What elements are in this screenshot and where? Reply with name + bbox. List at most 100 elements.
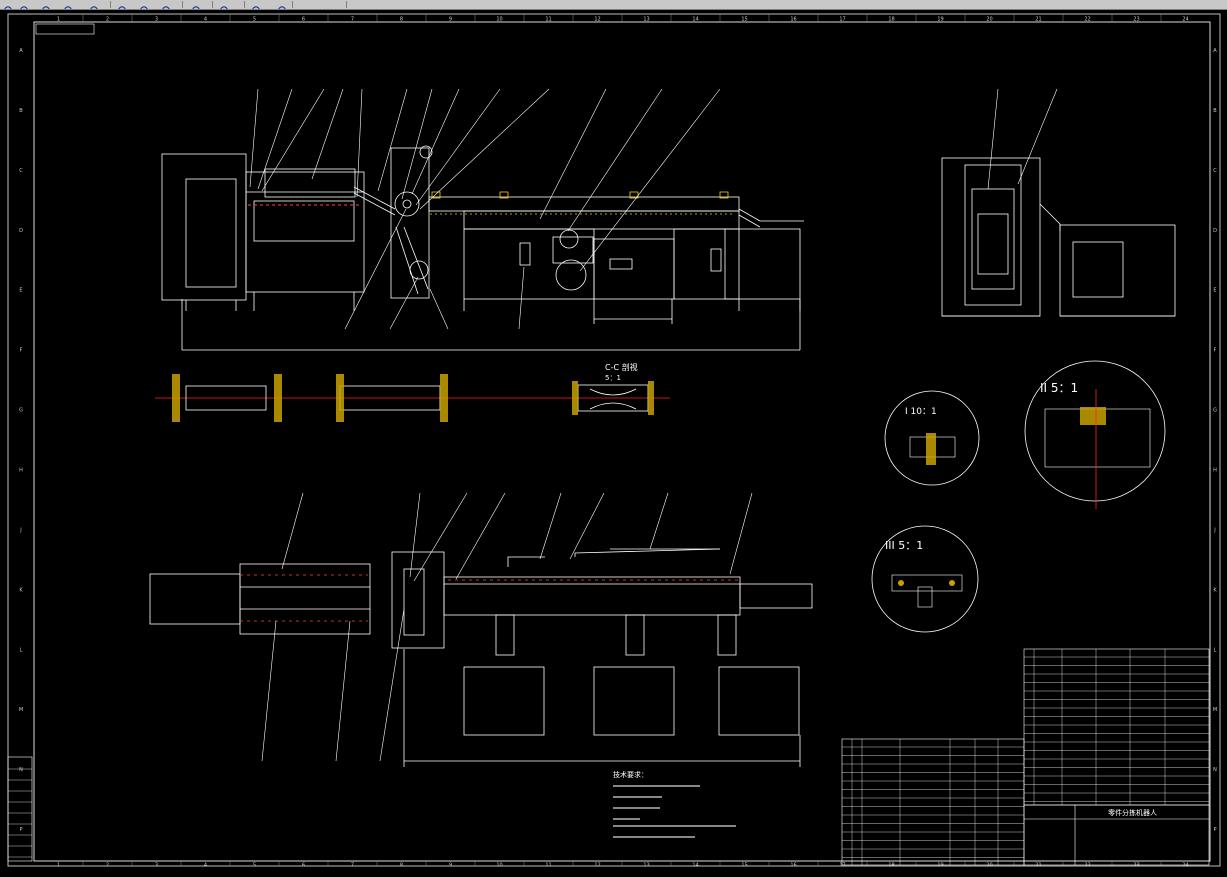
grid-column-label: 10 [496, 863, 502, 869]
grid-row-label: E [1213, 288, 1216, 294]
grid-column-label: 2 [106, 863, 109, 869]
grid-column-label: 13 [643, 863, 649, 869]
drawing-id-box [35, 23, 95, 35]
grid-column-label: 2 [106, 17, 109, 23]
title-block-name: 零件分拣机器人 [1108, 808, 1157, 817]
grid-row-label: M [1213, 707, 1217, 713]
grid-column-label: 9 [449, 17, 452, 23]
detail-1-label: I 10：1 [905, 407, 937, 417]
grid-column-label: 6 [302, 17, 305, 23]
grid-column-label: 3 [155, 863, 158, 869]
grid-row-label: L [1214, 647, 1217, 653]
grid-column-label: 7 [351, 863, 354, 869]
front-view [161, 145, 804, 351]
grid-column-label: 13 [643, 17, 649, 23]
technical-notes: 技术要求： [613, 770, 736, 838]
grid-column-label: 8 [400, 863, 403, 869]
grid-row-label: K [19, 587, 23, 593]
revision-strip [7, 756, 33, 862]
grid-row-label: A [19, 48, 23, 54]
layer-icon[interactable] [160, 0, 174, 9]
side-view [941, 157, 1176, 317]
grid-row-label: B [19, 108, 23, 114]
notes-heading: 技术要求： [613, 770, 648, 779]
grid-row-label: G [19, 408, 23, 414]
pan-icon[interactable] [138, 0, 152, 9]
print-icon[interactable] [218, 0, 232, 9]
grid-column-label: 19 [937, 863, 943, 869]
properties-icon[interactable] [250, 0, 264, 9]
grid-column-label: 22 [1084, 17, 1090, 23]
grid-row-label: C [1213, 168, 1217, 174]
grid-row-label: P [1213, 827, 1216, 833]
grid-column-label: 16 [790, 17, 796, 23]
outer-frame [7, 13, 1221, 867]
grid-row-label: D [19, 228, 23, 234]
drawing-canvas[interactable]: 1122334455667788991010111112121313141415… [0, 9, 1227, 877]
grid-row-label: L [20, 647, 23, 653]
toolbar-separator [346, 1, 347, 8]
grid-column-label: 3 [155, 17, 158, 23]
grid-column-label: 21 [1035, 17, 1041, 23]
grid-row-label: K [1213, 587, 1217, 593]
help-icon[interactable] [276, 0, 290, 9]
plan-view [149, 548, 813, 767]
grid-column-label: 7 [351, 17, 354, 23]
plan-view-leaders [261, 492, 753, 762]
toolbar-separator [244, 1, 245, 8]
detail-3-label: III 5：1 [885, 539, 923, 552]
grid-column-label: 20 [986, 17, 992, 23]
grid-column-label: 24 [1182, 17, 1188, 23]
grid-column-label: 23 [1133, 863, 1139, 869]
grid-column-label: 11 [545, 863, 551, 869]
detail-2-label: II 5：1 [1040, 381, 1078, 395]
grid-column-label: 4 [204, 17, 207, 23]
grid-row-label: J [19, 527, 21, 533]
grid-row-label: D [1213, 228, 1217, 234]
zoom-out-icon[interactable] [88, 0, 102, 9]
grid-row-label: E [19, 288, 22, 294]
grid-column-label: 22 [1084, 863, 1090, 869]
grid-row-label: B [1213, 108, 1217, 114]
grid-column-label: 18 [888, 17, 894, 23]
toolbar-separator [212, 1, 213, 8]
shaft-sections: C-C 剖视 5：1 [155, 362, 670, 422]
zoom-window-icon[interactable] [18, 0, 32, 9]
grid-row-label: A [1213, 48, 1217, 54]
copy-icon[interactable] [190, 0, 204, 9]
grid-column-label: 1 [57, 863, 60, 869]
grid-column-label: 6 [302, 863, 305, 869]
grid-column-label: 24 [1182, 863, 1188, 869]
zoom-in-icon[interactable] [62, 0, 76, 9]
grid-column-label: 18 [888, 863, 894, 869]
grid-row-label: N [19, 767, 23, 773]
grid-column-label: 17 [839, 17, 845, 23]
section-cc-title: C-C 剖视 [605, 362, 638, 372]
grid-row-label: H [1213, 467, 1217, 473]
grid-column-label: 19 [937, 17, 943, 23]
zoom-realtime-icon[interactable] [2, 0, 16, 9]
zoom-previous-icon[interactable] [40, 0, 54, 9]
grid-column-label: 8 [400, 17, 403, 23]
grid-column-label: 10 [496, 17, 502, 23]
plan-view-accents [240, 574, 738, 622]
grid-row-label: G [1213, 408, 1217, 414]
revision-rows [8, 768, 32, 858]
zoom-extents-icon[interactable] [116, 0, 130, 9]
grid-row-label: J [1213, 527, 1215, 533]
grid-column-label: 15 [741, 863, 747, 869]
grid-column-label: 17 [839, 863, 845, 869]
grid-column-label: 11 [545, 17, 551, 23]
bom-rows [842, 649, 1209, 865]
front-view-leaders [249, 88, 721, 330]
grid-column-label: 20 [986, 863, 992, 869]
toolbar-separator [110, 1, 111, 8]
grid-column-label: 12 [594, 17, 600, 23]
toolbar-separator [182, 1, 183, 8]
grid-column-label: 5 [253, 17, 256, 23]
grid-row-label: F [1214, 348, 1217, 354]
grid-column-label: 21 [1035, 863, 1041, 869]
grid-row-label: P [19, 827, 22, 833]
grid-row-label: C [19, 168, 23, 174]
